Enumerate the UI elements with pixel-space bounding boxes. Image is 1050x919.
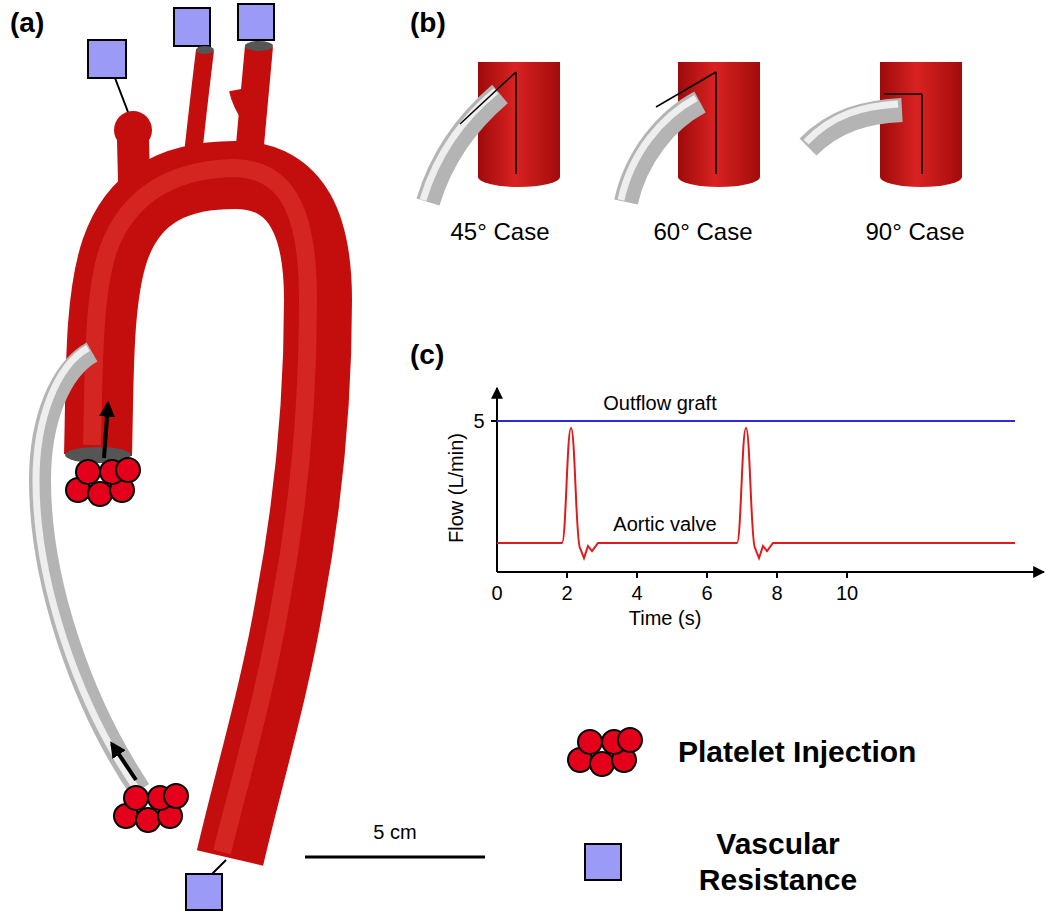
outflow-graft bbox=[40, 352, 140, 790]
axis-ticks bbox=[567, 572, 847, 578]
legend-text: Platelet Injection bbox=[678, 734, 916, 770]
axis-tick-label: 2 bbox=[561, 581, 572, 605]
series-label: Aortic valve bbox=[613, 512, 716, 536]
axis-tick-label: 0 bbox=[491, 581, 502, 605]
scale-bar bbox=[305, 856, 485, 859]
subclavian-artery bbox=[236, 90, 250, 120]
aortic-valve-series bbox=[497, 428, 1015, 558]
angle-line bbox=[460, 72, 516, 124]
series-label: Outflow graft bbox=[603, 391, 716, 415]
outflow-graft-series bbox=[497, 420, 1015, 422]
axis-tick-label: 8 bbox=[771, 581, 782, 605]
scale-label: 5 cm bbox=[373, 820, 416, 844]
platelet-cluster bbox=[114, 784, 188, 832]
outflow-graft-highlight bbox=[36, 348, 136, 788]
outlet-cap bbox=[196, 46, 214, 54]
panel-letter: (a) bbox=[10, 6, 44, 40]
legend-platelet-sample bbox=[568, 728, 642, 776]
anastomosis-45 bbox=[423, 62, 560, 202]
angle-line bbox=[715, 72, 717, 174]
aorta-segment bbox=[880, 167, 962, 187]
aorta-segment bbox=[478, 167, 560, 187]
injection-arrow bbox=[104, 404, 108, 458]
case-label: 90° Case bbox=[866, 218, 965, 247]
case-label: 60° Case bbox=[654, 218, 753, 247]
case-label: 45° Case bbox=[451, 218, 550, 247]
axis-tick bbox=[491, 420, 497, 422]
aorta-segment bbox=[678, 167, 760, 187]
platelet-cluster bbox=[66, 458, 140, 506]
angle-line bbox=[884, 93, 922, 95]
axis-tick-label: 5 bbox=[473, 409, 484, 433]
resistance-lead bbox=[115, 78, 128, 112]
y-axis bbox=[496, 388, 498, 572]
anastomosis-60 bbox=[621, 62, 760, 202]
resistance-lead bbox=[212, 860, 226, 874]
resistance-box bbox=[88, 40, 126, 78]
angle-line bbox=[921, 94, 923, 174]
axis-title: Time (s) bbox=[629, 606, 702, 630]
x-axis bbox=[497, 571, 1044, 573]
injection-arrow bbox=[112, 744, 136, 780]
legend-text: Vascular Resistance bbox=[653, 826, 903, 898]
axis-tick-label: 4 bbox=[631, 581, 642, 605]
legend-swatch bbox=[584, 843, 622, 881]
panel-letter: (b) bbox=[410, 6, 446, 40]
resistance-box bbox=[186, 874, 222, 910]
axis-title: Flow (L/min) bbox=[444, 433, 468, 543]
outlet-cap bbox=[245, 41, 273, 51]
axis-tick-label: 6 bbox=[701, 581, 712, 605]
graft-highlight bbox=[621, 98, 696, 200]
graft-highlight bbox=[423, 91, 496, 200]
resistance-box bbox=[238, 4, 274, 40]
resistance-box bbox=[174, 8, 210, 46]
angle-line bbox=[515, 72, 517, 174]
panel-letter: (c) bbox=[410, 338, 444, 372]
graft-highlight bbox=[806, 104, 898, 142]
graft-segment bbox=[428, 94, 500, 202]
brachiocephalic-artery bbox=[114, 111, 152, 149]
anastomosis-90 bbox=[806, 62, 962, 187]
angle-line bbox=[656, 72, 716, 107]
axis-tick-label: 10 bbox=[836, 581, 858, 605]
